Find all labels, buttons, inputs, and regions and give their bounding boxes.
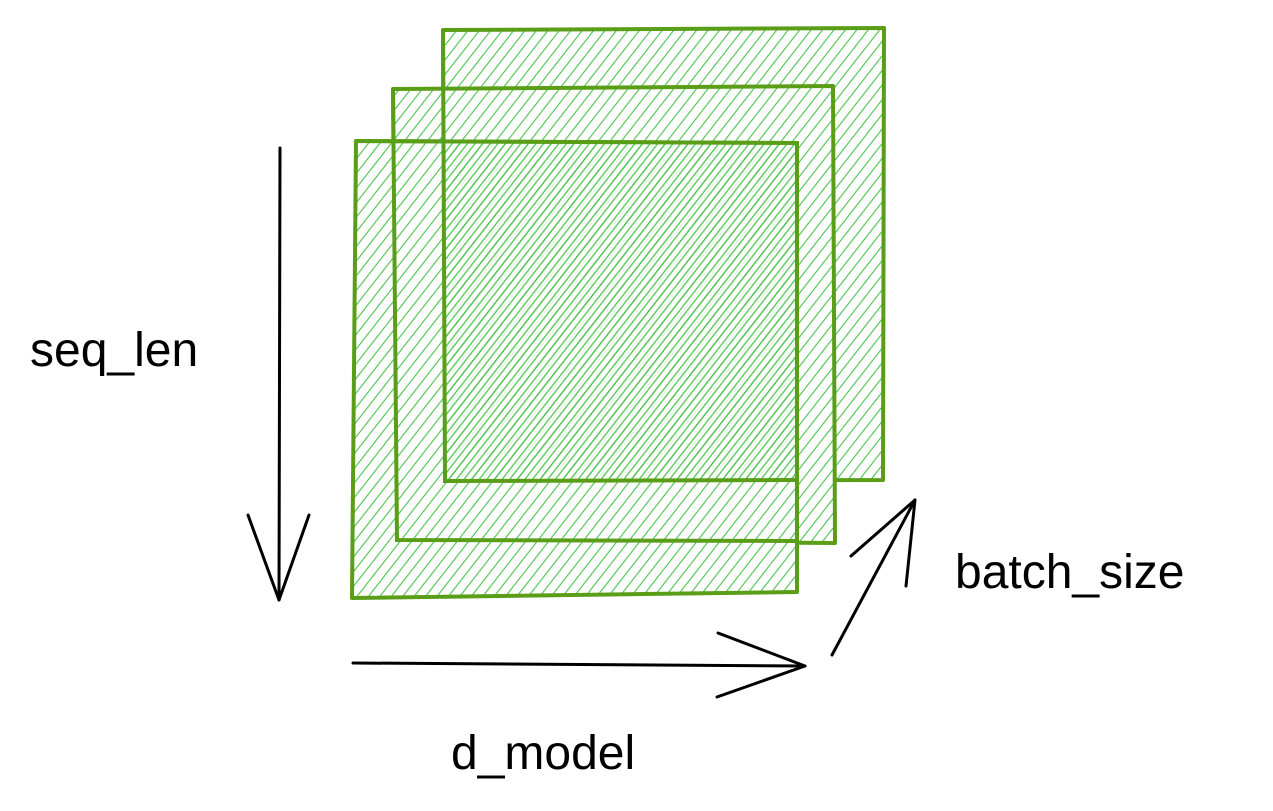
batch-size-label: batch_size [955,546,1184,599]
batch-size-arrow [830,498,917,657]
tensor-overlap-region [355,29,799,592]
d-model-label: d_model [451,727,635,780]
seq-len-arrow [246,146,311,602]
d-model-arrow [351,631,807,699]
seq-len-label: seq_len [30,324,198,377]
